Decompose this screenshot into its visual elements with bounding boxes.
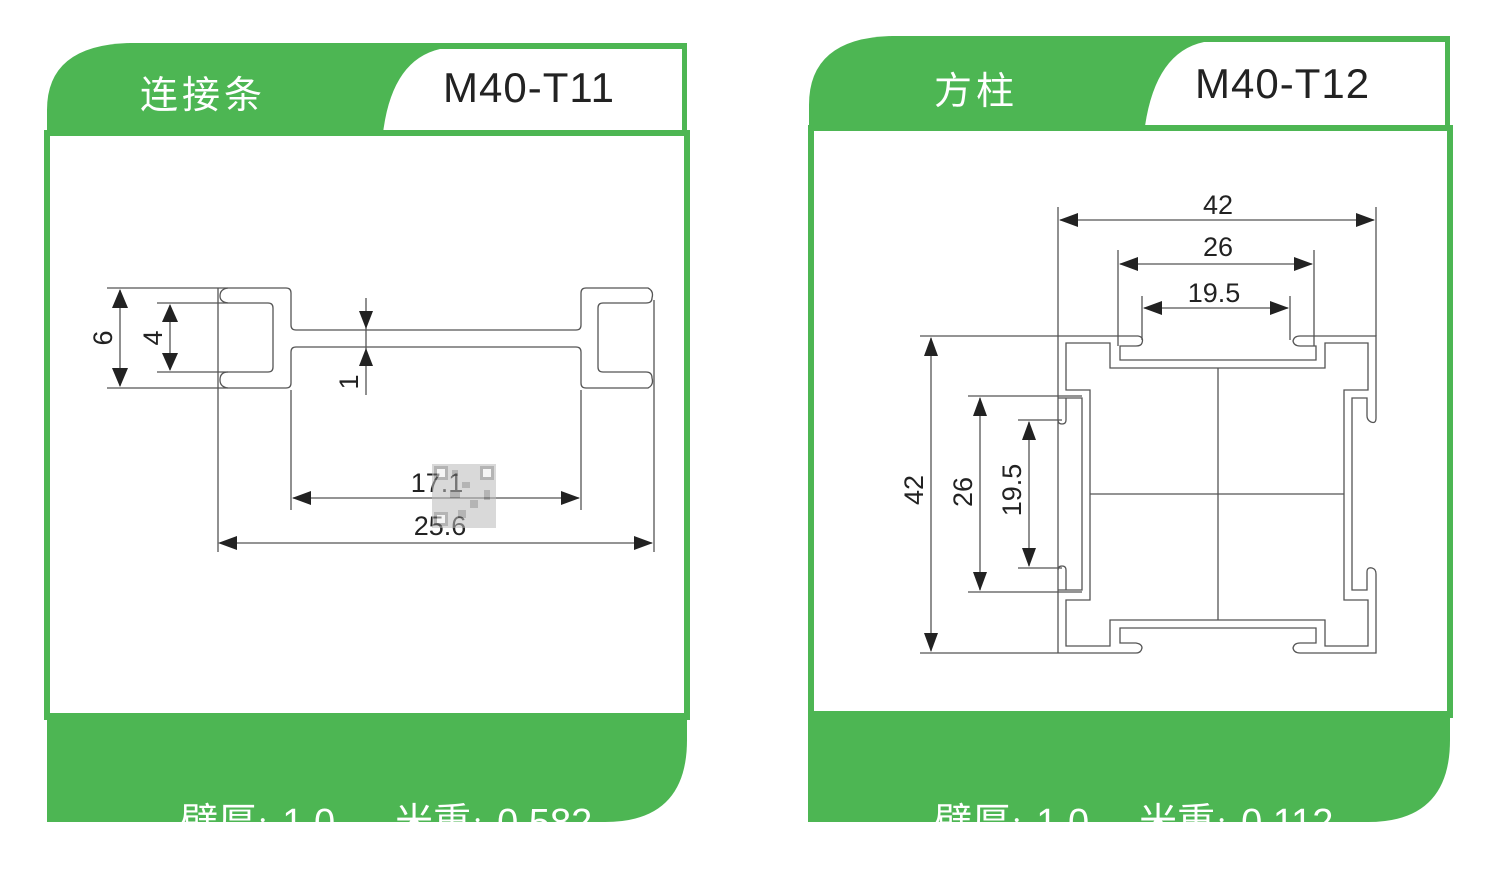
- dimension-arrows-t12: [924, 213, 1375, 652]
- wall-thickness-value: 1.0: [1036, 802, 1090, 844]
- profile-card-m40-t11: 6 4 1 17.1 25.6 连接条 M40-T11 壁厚：1.0米重：0.5…: [0, 0, 750, 848]
- weight-value: 0.112: [1241, 802, 1334, 844]
- drawing-area-border: [44, 130, 690, 720]
- product-name: 方柱: [934, 69, 1019, 113]
- weight-label: 米重: [1139, 802, 1216, 844]
- footer-green-band: [808, 711, 1450, 822]
- dim-left-inner: 19.5: [997, 464, 1027, 517]
- dim-left-overall: 42: [899, 475, 929, 505]
- header-code-tab: [383, 49, 682, 133]
- qr-watermark: [432, 464, 496, 528]
- weight-label: 米重: [395, 802, 472, 844]
- dimension-arrows-t11: [112, 289, 653, 550]
- dim-left-mid: 26: [948, 477, 978, 507]
- product-code: M40-T11: [443, 64, 615, 111]
- wall-thickness-value: 1.0: [282, 802, 336, 844]
- product-code: M40-T12: [1195, 60, 1371, 107]
- wall-thickness-label: 壁厚: [934, 802, 1011, 844]
- card-frame: 42 26 19.5 42 26 19.5: [808, 36, 1453, 822]
- drawing-area-border: [808, 125, 1453, 718]
- profile-drawing-t12: [920, 207, 1377, 654]
- dim-height: 6: [88, 330, 118, 345]
- dim-top-mid: 26: [1203, 232, 1233, 262]
- dim-inner-height: 4: [138, 330, 168, 345]
- dim-top-overall: 42: [1203, 190, 1233, 220]
- weight-value: 0.582: [497, 802, 593, 844]
- card-frame: 6 4 1 17.1 25.6: [44, 43, 690, 822]
- footer-green-band: [47, 713, 687, 822]
- wall-thickness-label: 壁厚: [180, 802, 257, 844]
- dim-top-inner: 19.5: [1188, 278, 1241, 308]
- product-name: 连接条: [140, 73, 267, 117]
- dim-web-thickness: 1: [334, 374, 364, 389]
- header-code-tab: [1145, 42, 1445, 126]
